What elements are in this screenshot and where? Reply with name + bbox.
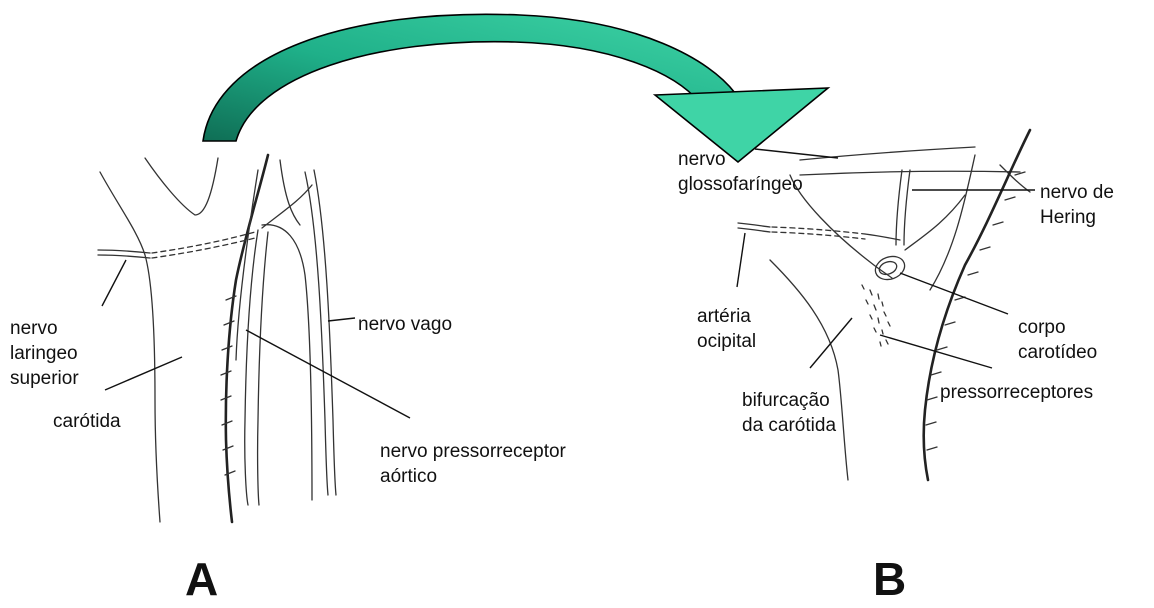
transition-arrow xyxy=(203,14,828,162)
panel-letter-b: B xyxy=(873,553,906,605)
label-nervo-laringeo-superior: nervo laringeo superior xyxy=(10,318,83,389)
label-arteria-occipital: artéria ocipital xyxy=(697,306,756,352)
label-nervo-pressorreceptor-aortico: nervo pressorreceptor aórtico xyxy=(380,441,571,487)
label-corpo-carotideo: corpo carotídeo xyxy=(1018,317,1097,363)
label-pressorreceptores: pressorreceptores xyxy=(940,382,1093,403)
label-carotida: carótida xyxy=(53,411,121,432)
label-nervo-de-hering: nervo de Hering xyxy=(1040,182,1119,228)
panel-a-drawing xyxy=(98,155,410,522)
label-bifurcacao-da-carotida: bifurcação da carótida xyxy=(742,390,836,436)
panel-letter-a: A xyxy=(185,553,218,605)
label-nervo-vago: nervo vago xyxy=(358,314,452,335)
arrow-shaft xyxy=(203,14,735,141)
